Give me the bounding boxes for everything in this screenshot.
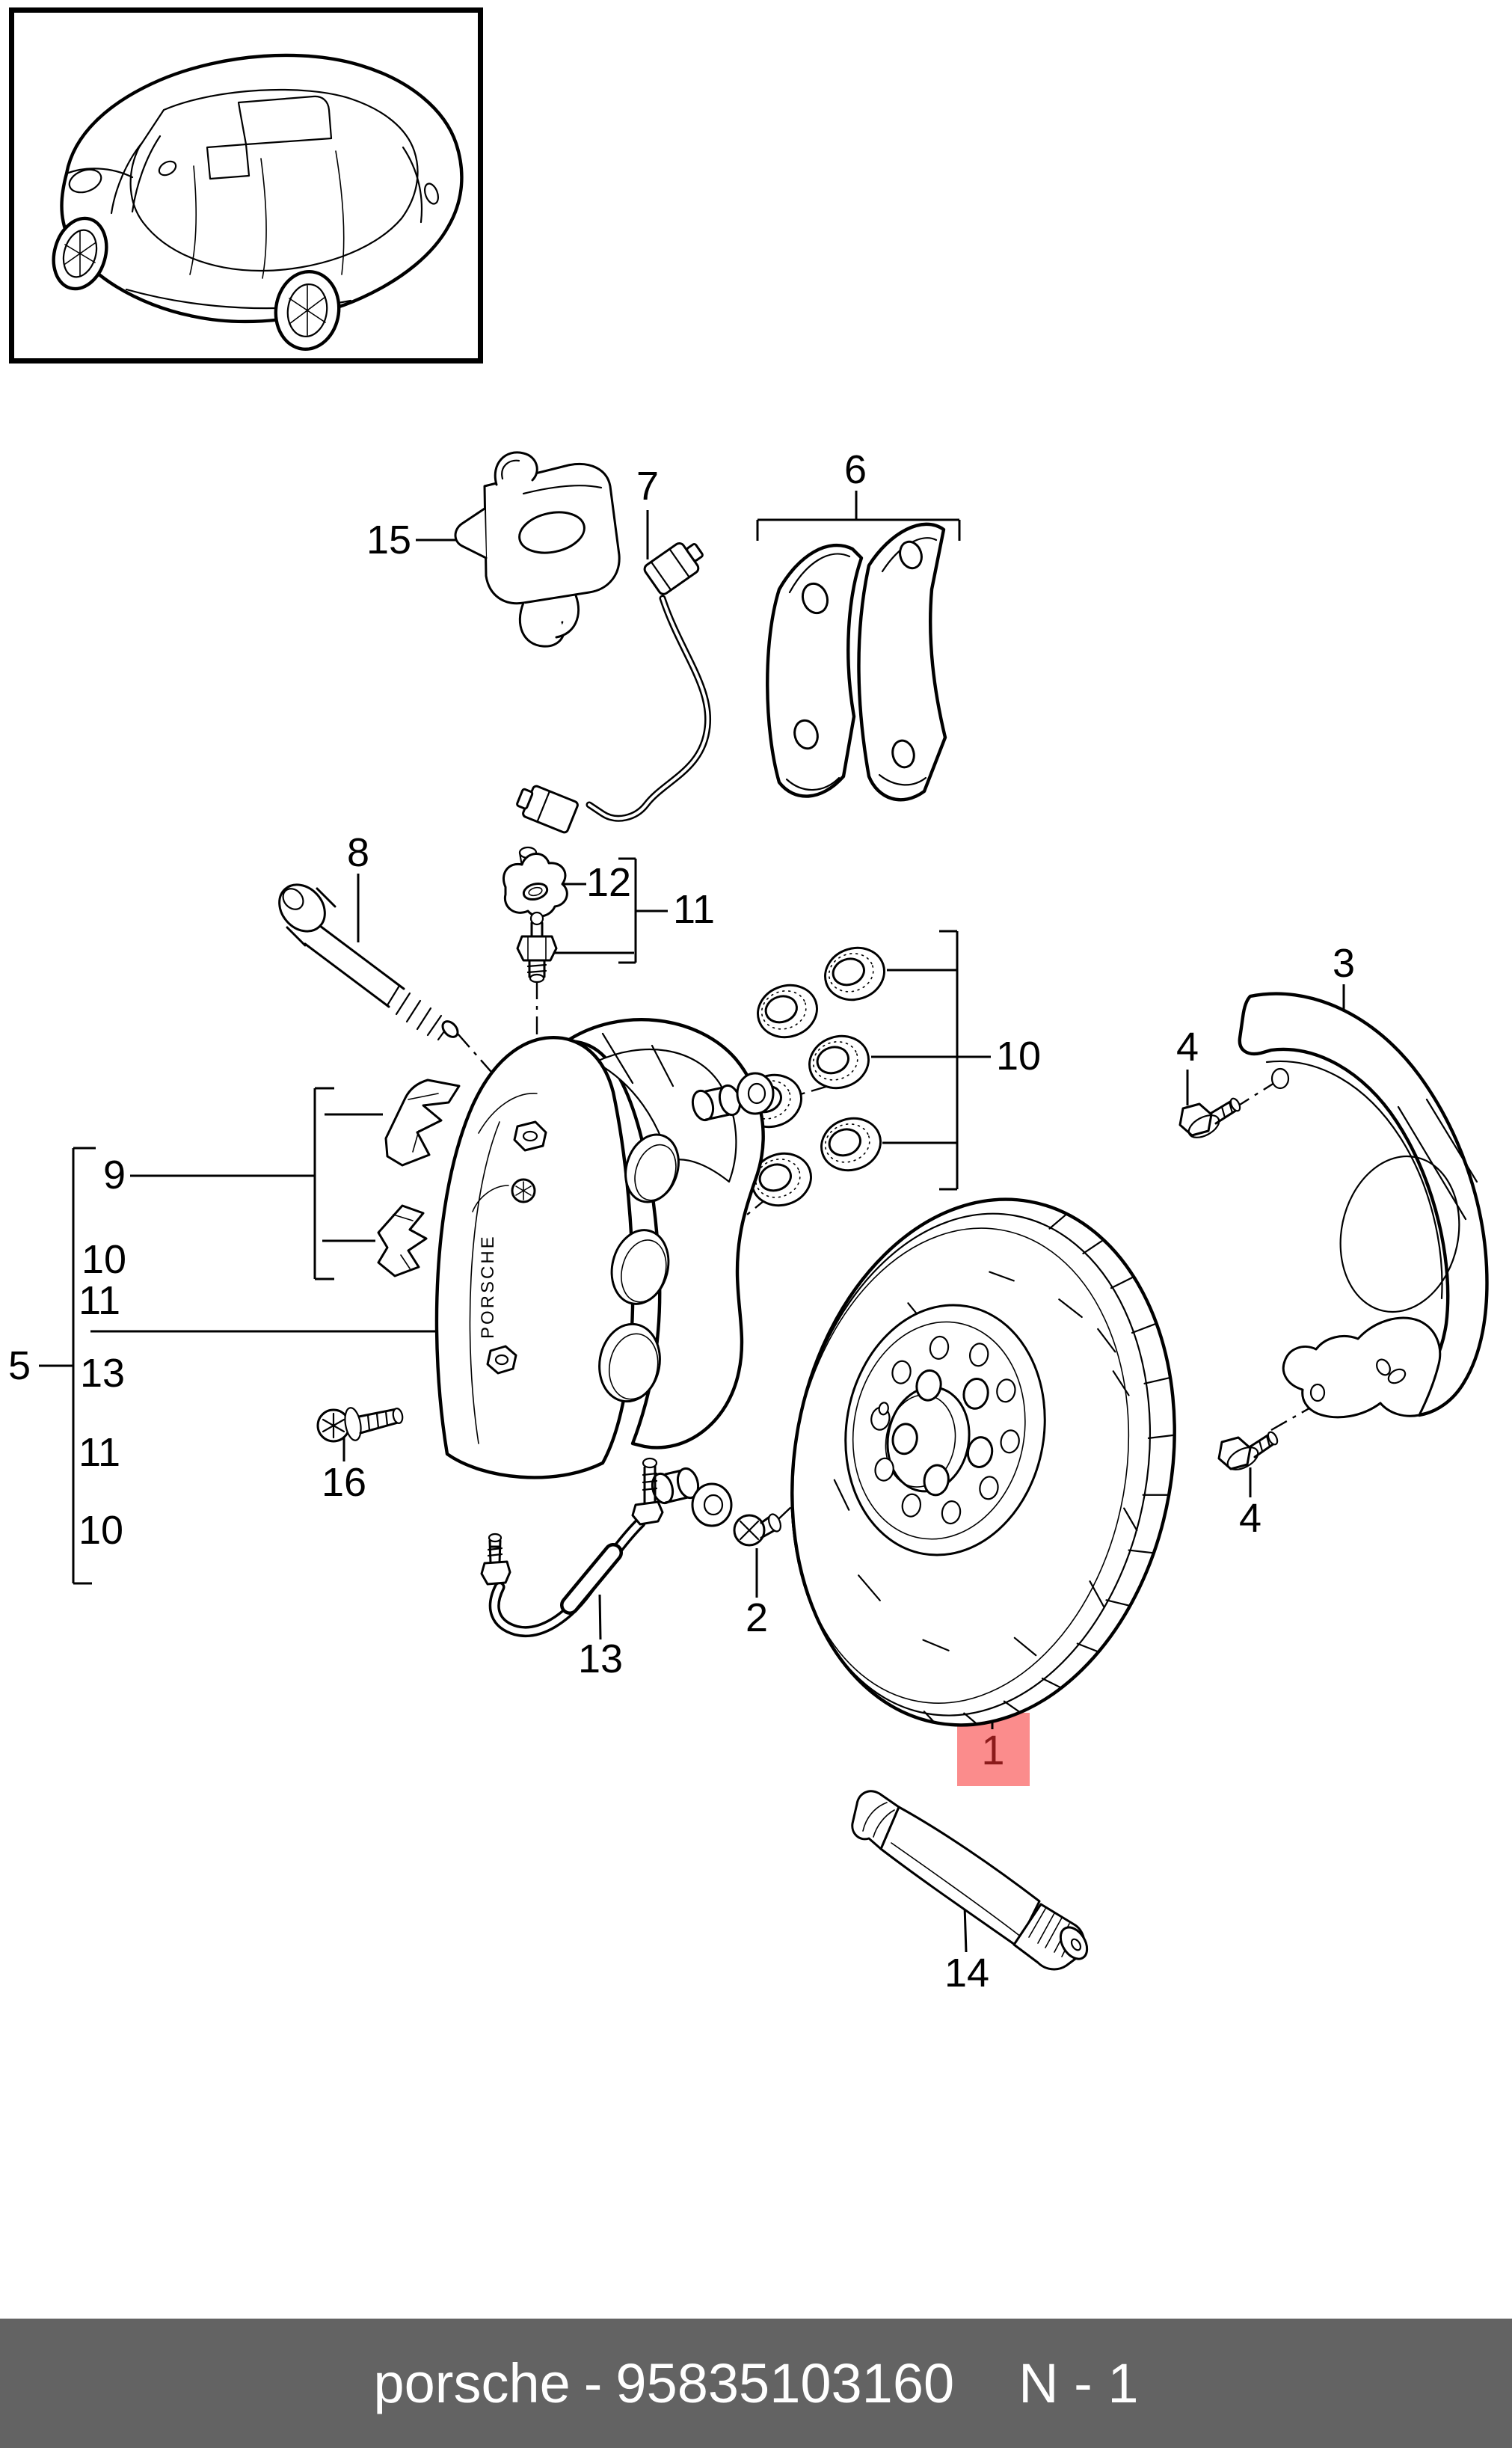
svg-text:PORSCHE: PORSCHE	[478, 1234, 498, 1339]
part-label-9[interactable]: 9	[102, 1153, 126, 1197]
part-label-11-list-1[interactable]: 11	[78, 1278, 121, 1323]
brake-caliper-drawing: PORSCHE	[434, 1018, 775, 1527]
part-label-4-upper[interactable]: 4	[1176, 1025, 1199, 1070]
part-label-16[interactable]: 16	[321, 1460, 367, 1505]
disc-hub	[844, 1304, 1046, 1556]
footer-brand: porsche	[373, 2352, 571, 2414]
part-label-5[interactable]: 5	[7, 1343, 31, 1388]
caliper-screw-16-drawing	[316, 1407, 404, 1443]
footer-bar: porsche - 95835103160 N - 1	[0, 2319, 1512, 2448]
part-label-10-list-1[interactable]: 10	[81, 1237, 127, 1282]
shield-screw-4-lower-drawing	[1217, 1431, 1279, 1470]
guide-bolt-8-drawing	[278, 883, 459, 1041]
part-label-3[interactable]: 3	[1332, 941, 1356, 986]
part-label-8[interactable]: 8	[346, 830, 370, 875]
part-label-12[interactable]: 12	[586, 860, 632, 905]
piston-seals-10-drawing	[741, 946, 885, 1207]
grease-tube-14-drawing	[851, 1790, 1089, 1971]
disc-screw-2-drawing	[733, 1513, 781, 1547]
part-label-2[interactable]: 2	[745, 1595, 769, 1640]
part-label-1-highlighted[interactable]: 1	[981, 1726, 1005, 1773]
part-label-10-list-2[interactable]: 10	[78, 1508, 124, 1553]
footer-part-number: 95835103160	[615, 2352, 955, 2414]
cable-clamp-12-drawing	[503, 846, 568, 918]
part-label-10-seals[interactable]: 10	[995, 1034, 1042, 1079]
brake-pads-6-drawing	[766, 522, 947, 802]
vehicle-thumbnail	[9, 7, 483, 363]
footer-separator: -	[583, 2352, 603, 2414]
part-label-7[interactable]: 7	[636, 464, 660, 509]
part-label-4-lower[interactable]: 4	[1238, 1496, 1262, 1541]
wear-sensor-7-drawing	[516, 542, 712, 834]
brake-hose-13-drawing	[480, 1457, 664, 1637]
disc-edge-hatching	[923, 1213, 1176, 1725]
part-label-15[interactable]: 15	[366, 518, 412, 562]
part-label-6[interactable]: 6	[843, 447, 867, 492]
front-wheel	[52, 216, 108, 291]
part-label-13-list[interactable]: 13	[79, 1351, 126, 1396]
part-label-11-bracket[interactable]: 11	[672, 887, 716, 932]
retainer-bracket-15-drawing	[454, 451, 621, 648]
splash-shield-3-drawing	[1238, 992, 1489, 1419]
footer-page-ref: N - 1	[1018, 2352, 1139, 2414]
shield-screw-4-upper-drawing	[1178, 1097, 1241, 1138]
vehicle-outline-drawing	[52, 53, 464, 352]
rear-wheel	[274, 269, 341, 352]
pad-clips-9-drawing	[377, 1079, 461, 1277]
part-label-11-list-2[interactable]: 11	[78, 1430, 121, 1475]
part-label-14[interactable]: 14	[944, 1951, 990, 1995]
bleeder-valve-11-drawing	[516, 911, 558, 984]
brake-disc-1-drawing	[790, 1197, 1176, 1727]
part-label-13-hose[interactable]: 13	[577, 1636, 624, 1681]
